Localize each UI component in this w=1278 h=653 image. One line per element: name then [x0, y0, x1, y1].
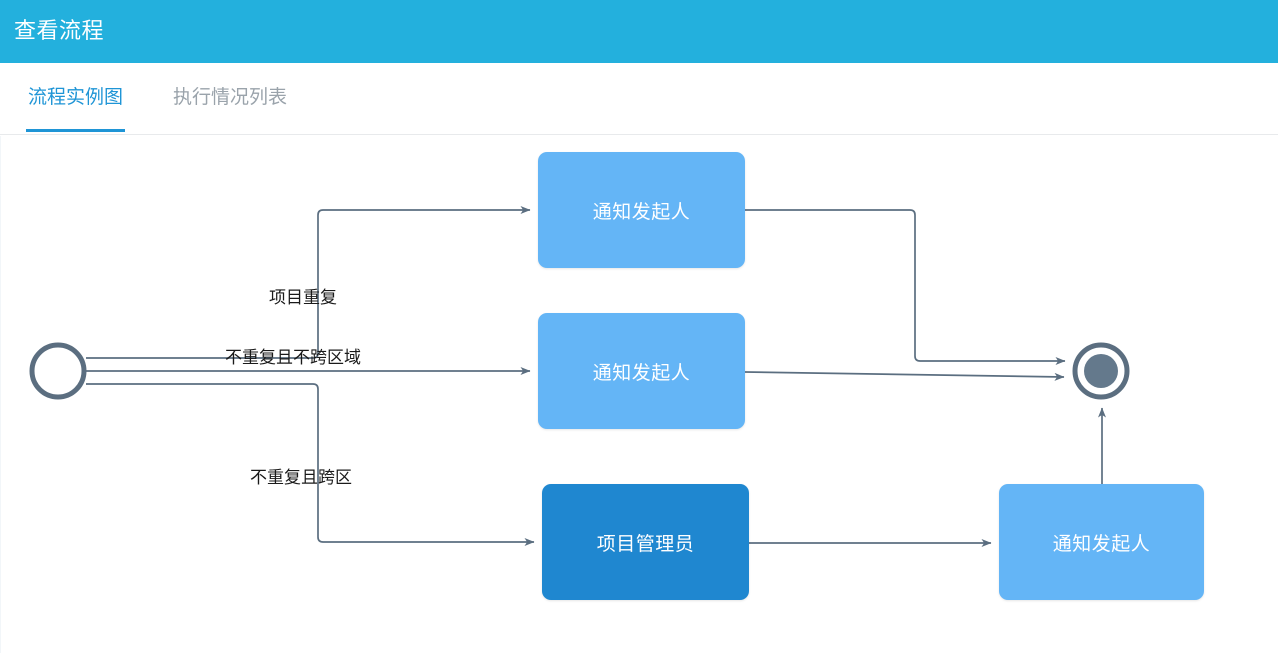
node-notify-initiator-top[interactable]: 通知发起人: [538, 152, 745, 268]
node-notify-initiator-bottom[interactable]: 通知发起人: [999, 484, 1204, 600]
process-diagram-canvas[interactable]: 通知发起人 通知发起人 项目管理员 通知发起人 项目重复 不重复且不跨区域 不重…: [0, 136, 1278, 653]
start-event-node[interactable]: [29, 342, 87, 400]
edge-notify-mid-to-end: [744, 371, 1065, 381]
end-event-node-inner: [1084, 354, 1118, 388]
edge-start-to-notify-top: [86, 206, 531, 359]
process-diagram-svg: [29, 206, 1130, 547]
tab-execution-list[interactable]: 执行情况列表: [173, 87, 288, 108]
tab-bar: 流程实例图 执行情况列表: [0, 63, 1278, 135]
edge-start-to-project-manager: [86, 383, 535, 546]
edge-label-no-duplicate-cross: 不重复且跨区: [250, 468, 352, 487]
page-title: 查看流程: [14, 18, 105, 43]
tab-process-diagram[interactable]: 流程实例图: [26, 85, 126, 132]
node-project-manager[interactable]: 项目管理员: [542, 484, 749, 600]
node-notify-initiator-middle[interactable]: 通知发起人: [538, 313, 745, 429]
edge-notify-top-to-end: [745, 209, 1066, 365]
edge-label-duplicate: 项目重复: [269, 288, 337, 307]
page-header: 查看流程: [0, 0, 1278, 63]
edge-label-no-duplicate-no-cross: 不重复且不跨区域: [225, 348, 361, 367]
